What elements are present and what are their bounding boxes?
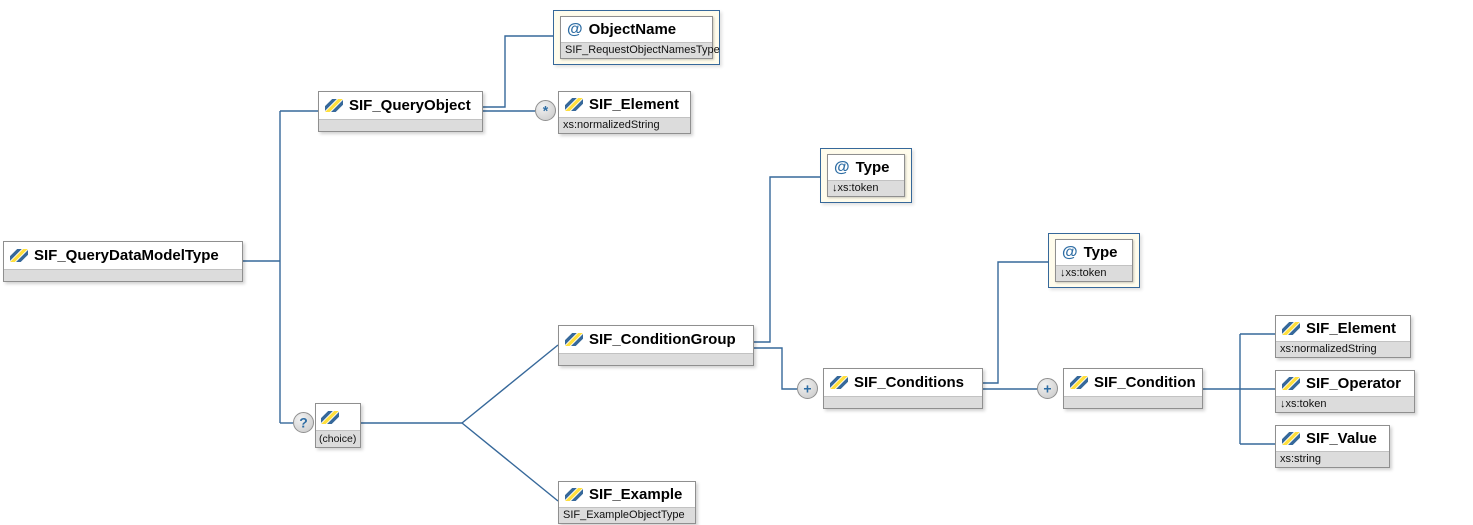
expand-marker-condition[interactable]: + bbox=[1037, 378, 1058, 399]
node-title: SIF_QueryObject bbox=[319, 92, 482, 119]
node-sif-conditiongroup[interactable]: SIF_ConditionGroup bbox=[558, 325, 754, 366]
attribute-panel-objectname: @ ObjectName SIF_RequestObjectNamesType bbox=[553, 10, 720, 65]
element-icon bbox=[565, 98, 583, 111]
node-title: SIF_ConditionGroup bbox=[559, 326, 753, 353]
expand-marker-conditions[interactable]: + bbox=[797, 378, 818, 399]
element-icon bbox=[1282, 322, 1300, 335]
element-icon bbox=[565, 488, 583, 501]
node-type-strip: (choice) bbox=[316, 430, 360, 447]
marker-glyph: + bbox=[803, 380, 812, 396]
node-type-strip: xs:normalizedString bbox=[1276, 341, 1410, 357]
node-choice[interactable]: (choice) bbox=[315, 403, 361, 448]
attribute-icon: @ bbox=[834, 158, 850, 176]
node-label: SIF_Example bbox=[589, 486, 683, 503]
node-sif-operator[interactable]: SIF_Operator ↓xs:token bbox=[1275, 370, 1415, 413]
node-type-strip: SIF_ExampleObjectType bbox=[559, 507, 695, 523]
node-label: SIF_QueryObject bbox=[349, 97, 471, 114]
node-label: SIF_Conditions bbox=[854, 374, 964, 391]
node-label: Type bbox=[1083, 244, 1118, 261]
node-label: SIF_Element bbox=[1306, 320, 1397, 337]
element-icon bbox=[565, 333, 583, 346]
node-label: SIF_Operator bbox=[1306, 375, 1402, 392]
node-attr-type-1[interactable]: @ Type ↓xs:token bbox=[827, 154, 905, 197]
attribute-icon: @ bbox=[1062, 243, 1078, 261]
marker-glyph: ? bbox=[299, 414, 308, 430]
node-attr-type-2[interactable]: @ Type ↓xs:token bbox=[1055, 239, 1133, 282]
node-label: SIF_Condition bbox=[1094, 374, 1196, 391]
marker-glyph: * bbox=[542, 102, 549, 118]
element-icon bbox=[1282, 432, 1300, 445]
node-title: SIF_Element bbox=[1276, 316, 1410, 341]
node-label: SIF_ConditionGroup bbox=[589, 331, 736, 348]
node-type-strip: ↓xs:token bbox=[1056, 265, 1132, 281]
choice-icon bbox=[321, 410, 339, 424]
element-icon bbox=[1070, 376, 1088, 389]
marker-glyph: + bbox=[1043, 380, 1052, 396]
element-icon bbox=[1282, 377, 1300, 390]
node-type-strip: SIF_RequestObjectNamesType bbox=[561, 42, 720, 58]
attribute-panel-type-1: @ Type ↓xs:token bbox=[820, 148, 912, 203]
node-label: Type bbox=[855, 159, 890, 176]
node-type-strip bbox=[4, 269, 242, 281]
node-sif-condition[interactable]: SIF_Condition bbox=[1063, 368, 1203, 409]
node-title: SIF_Operator bbox=[1276, 371, 1414, 396]
node-title: @ ObjectName bbox=[561, 17, 712, 42]
node-attr-objectname[interactable]: @ ObjectName SIF_RequestObjectNamesType bbox=[560, 16, 720, 59]
element-icon bbox=[10, 249, 28, 262]
node-type-strip: ↓xs:token bbox=[1276, 396, 1414, 412]
node-label: ObjectName bbox=[588, 21, 677, 38]
node-sif-element-condition[interactable]: SIF_Element xs:normalizedString bbox=[1275, 315, 1411, 358]
node-type-strip bbox=[824, 396, 982, 408]
node-title: @ Type bbox=[828, 155, 904, 180]
node-title: SIF_Element bbox=[559, 92, 690, 117]
node-title: SIF_Value bbox=[1276, 426, 1389, 451]
element-icon bbox=[830, 376, 848, 389]
node-sif-queryobject[interactable]: SIF_QueryObject bbox=[318, 91, 483, 132]
node-title: @ Type bbox=[1056, 240, 1132, 265]
node-title: SIF_Condition bbox=[1064, 369, 1202, 396]
node-title bbox=[316, 404, 360, 430]
attribute-panel-type-2: @ Type ↓xs:token bbox=[1048, 233, 1140, 288]
node-sif-value[interactable]: SIF_Value xs:string bbox=[1275, 425, 1390, 468]
node-type-strip bbox=[559, 353, 753, 365]
node-label: SIF_Value bbox=[1306, 430, 1377, 447]
node-title: SIF_Example bbox=[559, 482, 695, 507]
node-type-strip: xs:normalizedString bbox=[559, 117, 690, 133]
element-icon bbox=[325, 99, 343, 112]
node-title: SIF_Conditions bbox=[824, 369, 982, 396]
attribute-icon: @ bbox=[567, 20, 583, 38]
node-title: SIF_QueryDataModelType bbox=[4, 242, 242, 269]
node-label: SIF_Element bbox=[589, 96, 680, 113]
node-type-strip: ↓xs:token bbox=[828, 180, 904, 196]
node-sif-element-top[interactable]: SIF_Element xs:normalizedString bbox=[558, 91, 691, 134]
occurrence-marker-repeat[interactable]: * bbox=[535, 100, 556, 121]
node-sif-example[interactable]: SIF_Example SIF_ExampleObjectType bbox=[558, 481, 696, 524]
node-label: SIF_QueryDataModelType bbox=[34, 247, 219, 264]
node-type-strip bbox=[319, 119, 482, 131]
node-sif-conditions[interactable]: SIF_Conditions bbox=[823, 368, 983, 409]
node-type-strip: xs:string bbox=[1276, 451, 1389, 467]
occurrence-marker-optional[interactable]: ? bbox=[293, 412, 314, 433]
node-type-strip bbox=[1064, 396, 1202, 408]
node-sif-querydatamodeltype[interactable]: SIF_QueryDataModelType bbox=[3, 241, 243, 282]
